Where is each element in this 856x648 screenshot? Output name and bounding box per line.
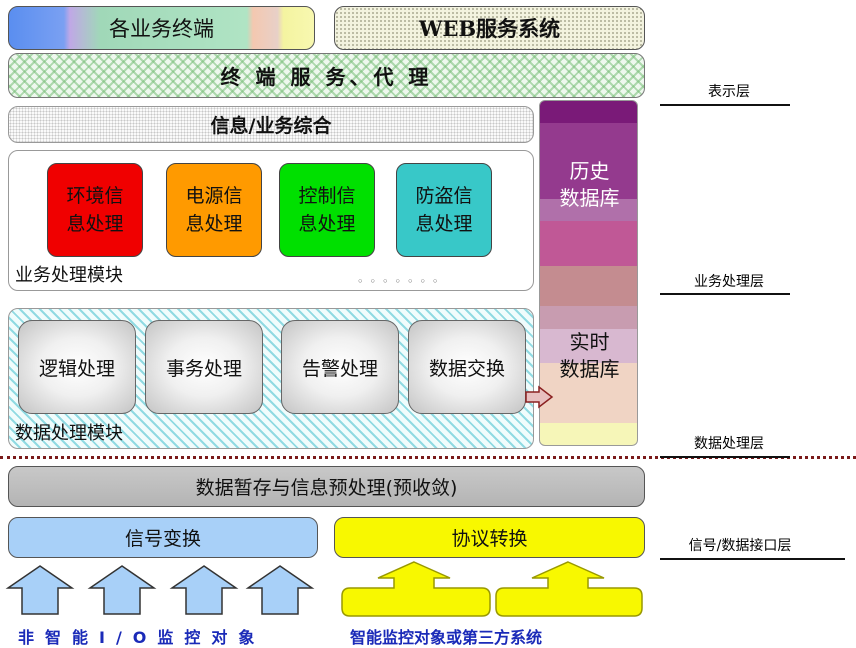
intelligent-objects-label: 智能监控对象或第三方系统 — [350, 628, 543, 647]
layer-label-interface: 信号/数据接口层 — [688, 538, 792, 554]
layer-label-data: 数据处理层 — [694, 436, 764, 452]
dp-item-label: 逻辑处理 — [38, 357, 115, 380]
business-item-line: 环境信 — [66, 185, 124, 207]
business-item-control: 控制信息处理 — [279, 163, 375, 257]
business-item-line: 控制信 — [298, 185, 356, 207]
dp-item-label: 事务处理 — [165, 357, 242, 380]
data-exchange-box: 数据交换 — [408, 320, 526, 414]
up-arrow-icon — [5, 565, 75, 615]
terminal-service-box: 终 端 服 务、代 理 — [8, 53, 645, 98]
business-item-environment: 环境信息处理 — [47, 163, 143, 257]
exchange-arrow-icon — [525, 385, 554, 409]
layer-underline — [660, 104, 790, 106]
web-system-label: WEB服务系统 — [418, 16, 561, 41]
info-summary-label: 信息/业务综合 — [210, 115, 332, 137]
signal-conversion-box: 信号变换 — [8, 517, 318, 558]
up-arrow-icon — [87, 565, 157, 615]
layer-label-business: 业务处理层 — [694, 274, 764, 290]
up-arrow-icon — [169, 565, 239, 615]
data-processing-module: 逻辑处理 事务处理 告警处理 数据交换 数据处理模块 — [8, 308, 534, 449]
realtime-db-line-2: 数据库 — [559, 357, 620, 381]
business-item-line: 息处理 — [66, 213, 124, 235]
realtime-db-line-1: 实时 — [569, 330, 610, 354]
up-arrow-icon — [341, 561, 491, 617]
alarm-processing-box: 告警处理 — [281, 320, 399, 414]
business-item-line: 防盗信 — [415, 185, 473, 207]
layer-underline — [660, 558, 845, 560]
terminals-box: 各业务终端 — [8, 6, 315, 50]
dp-item-label: 数据交换 — [428, 357, 505, 380]
history-db-line-1: 历史 — [569, 159, 610, 183]
protocol-label: 协议转换 — [451, 528, 528, 550]
business-item-power: 电源信息处理 — [166, 163, 262, 257]
transaction-processing-box: 事务处理 — [145, 320, 263, 414]
protocol-conversion-box: 协议转换 — [334, 517, 645, 558]
signal-label: 信号变换 — [124, 528, 201, 550]
history-database-label: 历史 数据库 — [540, 158, 637, 212]
business-item-line: 息处理 — [298, 213, 356, 235]
terminal-service-label: 终 端 服 务、代 理 — [220, 65, 433, 89]
layer-separator — [0, 456, 856, 459]
info-summary-box: 信息/业务综合 — [8, 106, 534, 143]
non-intelligent-objects-label: 非智能I/O监控对象 — [18, 628, 266, 647]
business-item-line: 息处理 — [185, 213, 243, 235]
up-arrow-icon — [245, 565, 315, 615]
input-arrows — [5, 561, 643, 617]
web-system-box: WEB服务系统 — [334, 6, 645, 50]
realtime-database-label: 实时 数据库 — [540, 329, 637, 383]
ellipsis-dots: ◦◦◦◦◦◦◦ — [357, 275, 445, 288]
business-item-antitheft: 防盗信息处理 — [396, 163, 492, 257]
database-column: 历史 数据库 实时 数据库 — [539, 100, 638, 446]
terminals-label: 各业务终端 — [109, 17, 214, 41]
business-item-line: 电源信 — [185, 185, 243, 207]
data-module-label: 数据处理模块 — [15, 423, 123, 444]
buffer-label: 数据暂存与信息预处理(预收敛) — [195, 477, 458, 499]
business-item-line: 息处理 — [415, 213, 473, 235]
logic-processing-box: 逻辑处理 — [18, 320, 136, 414]
business-module: 环境信息处理 电源信息处理 控制信息处理 防盗信息处理 ◦◦◦◦◦◦◦ 业务处理… — [8, 150, 534, 291]
layer-underline — [660, 293, 790, 295]
business-module-label: 业务处理模块 — [15, 265, 123, 286]
layer-label-presentation: 表示层 — [708, 84, 750, 100]
up-arrow-icon — [495, 561, 643, 617]
history-db-line-2: 数据库 — [559, 186, 620, 210]
layer-underline — [660, 456, 790, 458]
dp-item-label: 告警处理 — [301, 357, 378, 380]
buffer-preprocessing-box: 数据暂存与信息预处理(预收敛) — [8, 466, 645, 507]
